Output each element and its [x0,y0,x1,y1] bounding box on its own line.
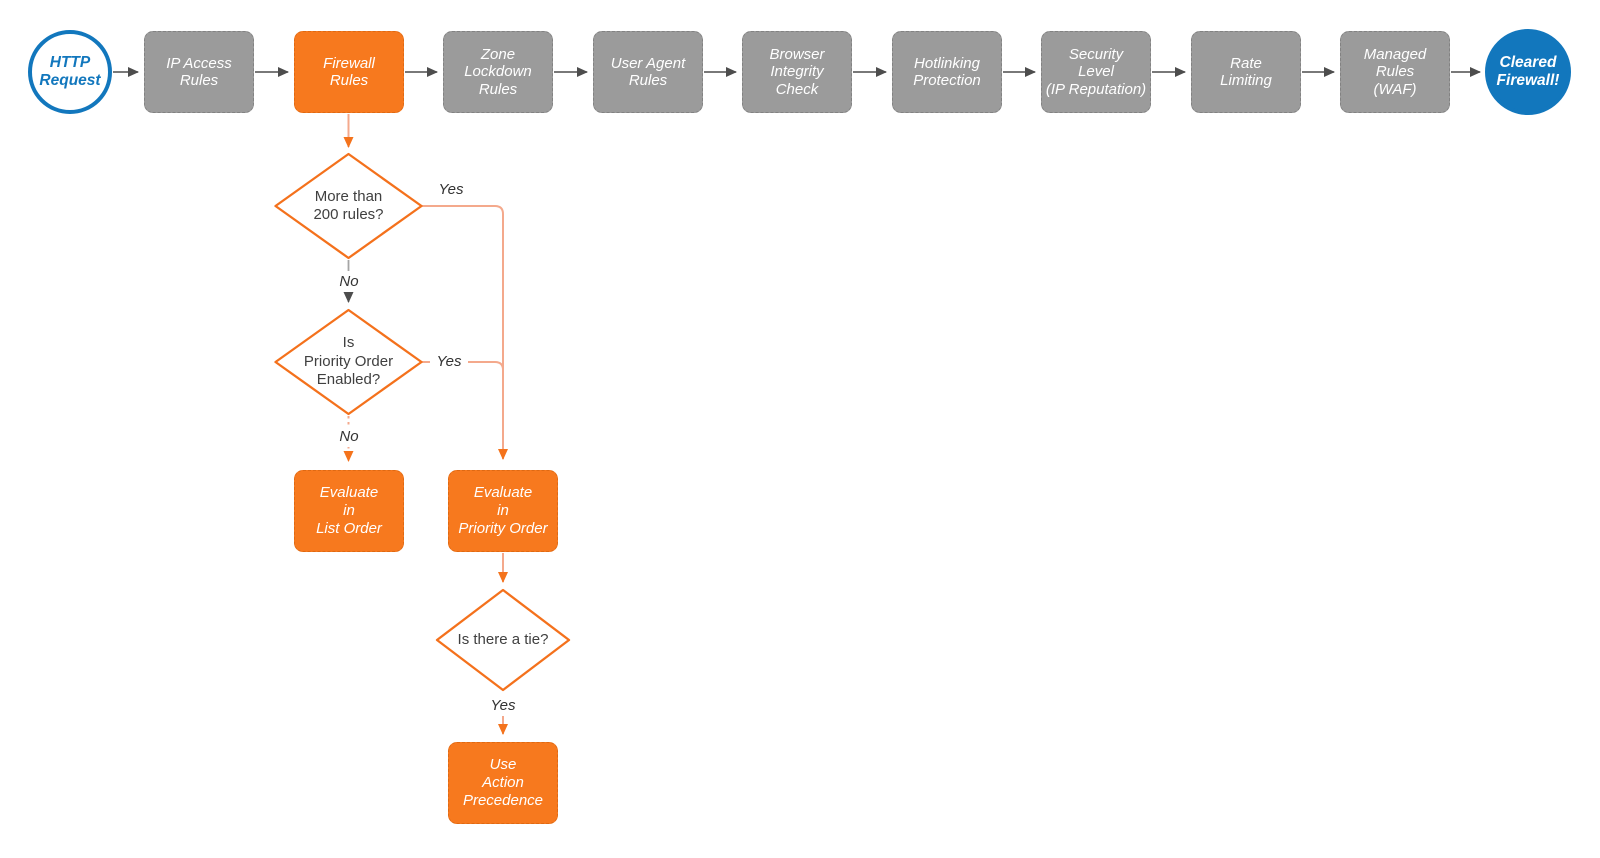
decision-priority-order-enabled-shape [274,308,423,416]
node-http-request: HTTP Request [28,30,112,114]
edge-label-decision2-no: No [331,426,367,447]
edge-label-decision2-yes: Yes [430,351,468,372]
node-evaluate-in-list-order: Evaluate in List Order [294,470,404,552]
edge-label-decision1-yes: Yes [432,179,470,200]
connector-decision1-yes [421,205,508,460]
node-security-level: Security Level (IP Reputation) [1041,31,1151,113]
node-ip-access-rules: IP Access Rules [144,31,254,113]
node-managed-rules-waf: Managed Rules (WAF) [1340,31,1450,113]
node-evaluate-in-priority-order: Evaluate in Priority Order [448,470,558,552]
node-cleared-firewall: Cleared Firewall! [1485,29,1571,115]
decision-is-there-a-tie-shape [435,588,571,692]
node-firewall-rules: Firewall Rules [294,31,404,113]
node-rate-limiting: Rate Limiting [1191,31,1301,113]
edge-label-decision1-no: No [331,271,367,292]
node-hotlinking-protection: Hotlinking Protection [892,31,1002,113]
node-zone-lockdown-rules: Zone Lockdown Rules [443,31,553,113]
node-use-action-precedence: Use Action Precedence [448,742,558,824]
connector-decision2-yes [421,361,504,371]
node-user-agent-rules: User Agent Rules [593,31,703,113]
decision-is-there-a-tie-label: Is there a tie? [457,630,549,648]
edge-label-decision3-yes: Yes [484,695,522,716]
node-browser-integrity-check: Browser Integrity Check [742,31,852,113]
decision-priority-order-enabled-label: Is Priority Order Enabled? [303,334,394,389]
decision-more-than-200-rules-shape [274,152,423,260]
decision-more-than-200-rules-label: More than 200 rules? [313,187,384,224]
